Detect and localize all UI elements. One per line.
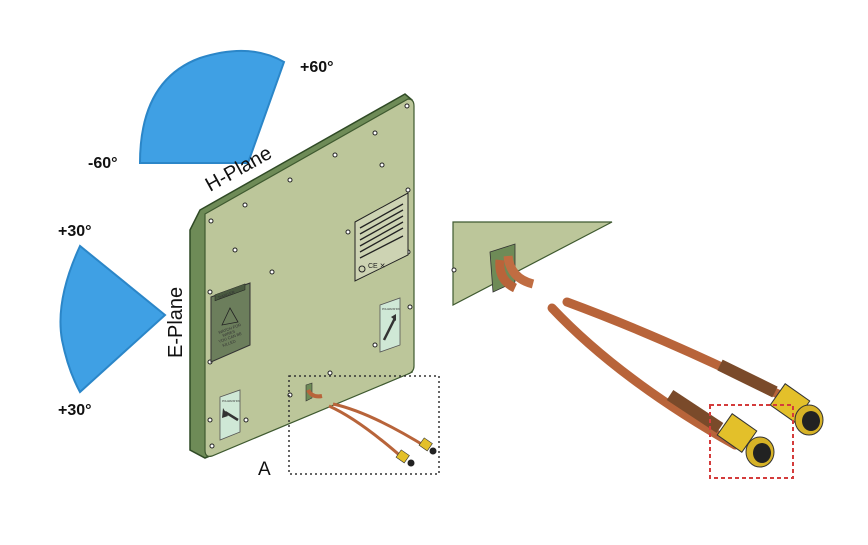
e-plane-label: E-Plane bbox=[165, 287, 187, 358]
polarization-text-right: POLARIZATION bbox=[382, 308, 400, 311]
danger-text-2: WIRES bbox=[222, 329, 236, 338]
connector-lower bbox=[716, 413, 775, 468]
connector-upper bbox=[769, 383, 824, 436]
h-plane-beam-sector bbox=[138, 49, 286, 164]
connector-highlight-box bbox=[709, 404, 794, 479]
danger-text-4: KILLED bbox=[222, 338, 237, 347]
detail-a-enlarged bbox=[451, 221, 824, 468]
panel-cables bbox=[305, 382, 437, 467]
e-plane-beam-sector bbox=[59, 244, 167, 394]
e-plane-plus-angle-top: +30° bbox=[58, 223, 92, 240]
h-plane-minus-angle: -60° bbox=[88, 155, 118, 172]
e-plane-plus-angle-bottom: +30° bbox=[58, 402, 92, 419]
label-plate: CE ✕ bbox=[354, 192, 409, 282]
detail-a-box bbox=[288, 375, 440, 475]
h-plane-plus-angle: +60° bbox=[300, 59, 334, 76]
danger-sign: DANGER WATCH FOR WIRES YOU CAN BE KILLED bbox=[210, 282, 251, 363]
polarization-label-right: POLARIZATION bbox=[379, 297, 401, 353]
svg-text:CE ✕: CE ✕ bbox=[368, 263, 386, 270]
polarization-text-left: POLARIZATION bbox=[222, 400, 240, 403]
danger-title: DANGER bbox=[218, 289, 236, 300]
panel-antenna: CE ✕ DANGER WATCH FOR WIRES YOU CAN BE K… bbox=[189, 93, 437, 467]
polarization-label-left: POLARIZATION bbox=[219, 389, 241, 441]
detail-a-label: A bbox=[258, 459, 271, 480]
